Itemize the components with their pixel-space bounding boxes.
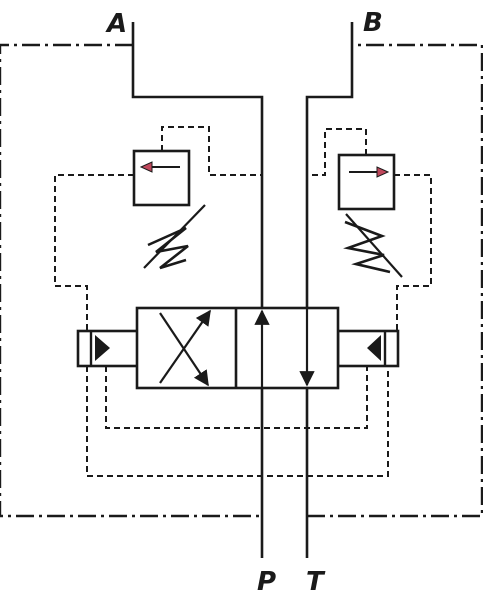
right-actuator-triangle-icon: [367, 335, 381, 361]
left-relief-pilot-line: [161, 126, 262, 176]
cross-flow-arrow-down: [159, 312, 209, 387]
right-relief-adjust-slash-icon: [345, 213, 403, 278]
outer-pilot-drain-line: [86, 366, 389, 477]
port-t-label: T: [306, 567, 326, 597]
right-relief-spring-icon: [343, 220, 391, 274]
inner-pilot-drain-line: [105, 366, 368, 429]
port-a-line: [131, 22, 264, 308]
valve-enclosure-boundary: [0, 43, 483, 518]
port-p-label: P: [257, 567, 276, 597]
directional-valve-spool: [135, 306, 340, 390]
right-relief-valve-arrowhead-icon: [376, 166, 390, 178]
left-relief-drain-line: [54, 174, 134, 331]
left-relief-spring-icon: [147, 226, 189, 270]
left-relief-valve-body: [132, 149, 191, 207]
port-b-line: [305, 22, 354, 308]
right-relief-valve-body: [337, 153, 396, 211]
port-b-label: B: [363, 8, 383, 38]
right-relief-drain-line: [394, 174, 432, 331]
left-relief-valve-arrowhead-icon: [139, 161, 153, 173]
left-actuator-triangle-icon: [95, 335, 110, 361]
cross-flow-arrow-up: [159, 309, 211, 384]
left-relief-adjust-slash-icon: [143, 204, 206, 269]
port-a-label: A: [105, 9, 127, 39]
